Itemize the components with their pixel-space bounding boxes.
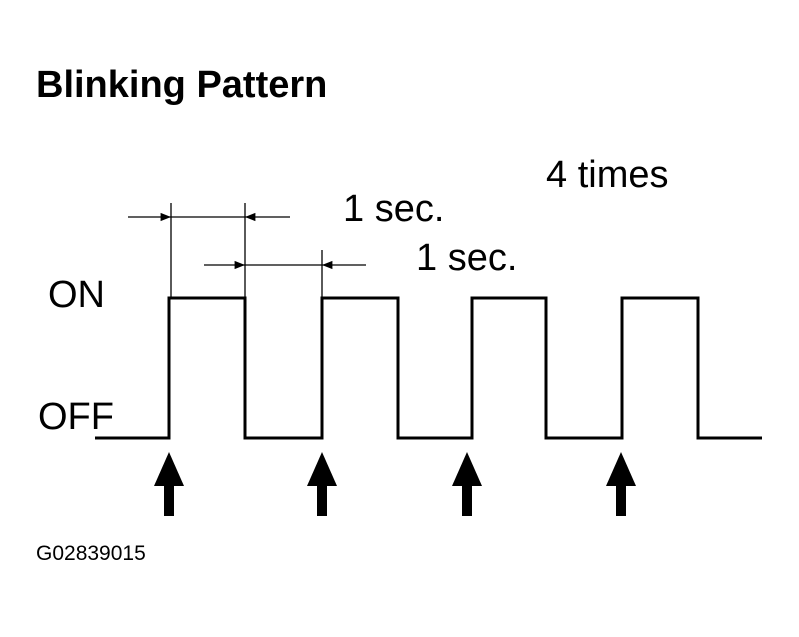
on-duration-label: 1 sec. bbox=[343, 188, 445, 230]
blink-up-arrow-icon bbox=[606, 452, 636, 516]
blink-up-arrow-icon bbox=[307, 452, 337, 516]
blink-up-arrow-icon bbox=[452, 452, 482, 516]
repeat-count-label: 4 times bbox=[546, 154, 669, 196]
off-duration-label: 1 sec. bbox=[416, 237, 518, 279]
diagram-title: Blinking Pattern bbox=[36, 64, 328, 106]
figure-code: G02839015 bbox=[36, 542, 146, 565]
signal-waveform bbox=[95, 296, 762, 440]
blink-up-arrow-icon bbox=[154, 452, 184, 516]
on-state-label: ON bbox=[48, 274, 105, 316]
off-state-label: OFF bbox=[38, 396, 114, 438]
